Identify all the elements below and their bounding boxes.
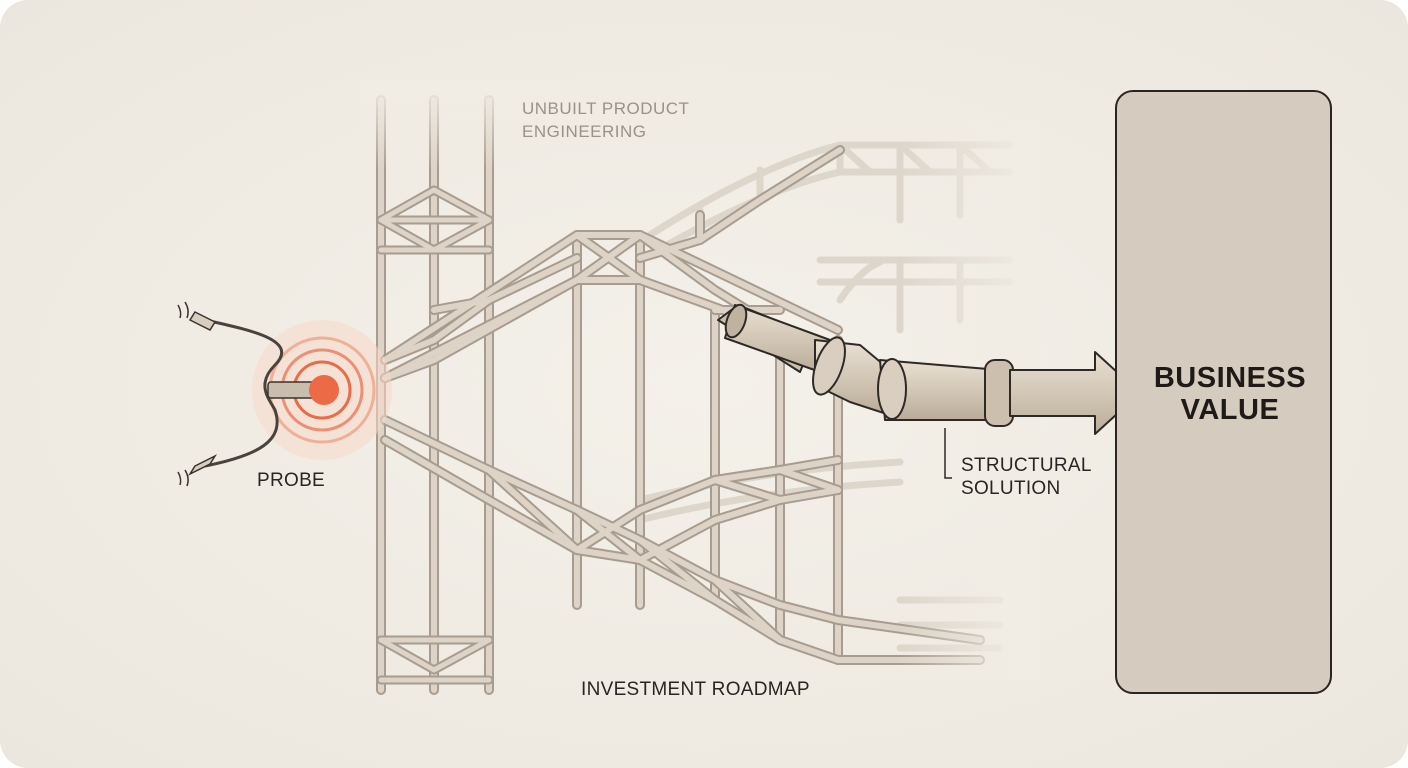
unbuilt-line2: ENGINEERING xyxy=(522,122,647,141)
structural-leader xyxy=(944,428,952,479)
column-bracing xyxy=(376,185,494,685)
business-value-line2: VALUE xyxy=(1180,394,1280,426)
upper-truss xyxy=(380,145,845,383)
probe-label: PROBE xyxy=(257,470,326,491)
business-value-box xyxy=(1115,90,1332,694)
unbuilt-line1: UNBUILT PRODUCT xyxy=(522,99,690,118)
structural-pipe xyxy=(717,303,1141,435)
structural-line1: STRUCTURAL xyxy=(961,455,1092,476)
scaffold-columns xyxy=(376,95,843,695)
business-value-line1: BUSINESS xyxy=(1153,362,1307,394)
lower-truss xyxy=(380,415,985,665)
probe-device xyxy=(177,301,392,487)
unbuilt-engineering-label: UNBUILT PRODUCT ENGINEERING xyxy=(522,97,689,143)
structural-solution-label: STRUCTURAL SOLUTION xyxy=(961,454,1092,500)
investment-roadmap-label: INVESTMENT ROADMAP xyxy=(581,679,810,700)
structural-line2: SOLUTION xyxy=(961,478,1061,499)
business-value-label: BUSINESS VALUE xyxy=(1115,362,1345,426)
